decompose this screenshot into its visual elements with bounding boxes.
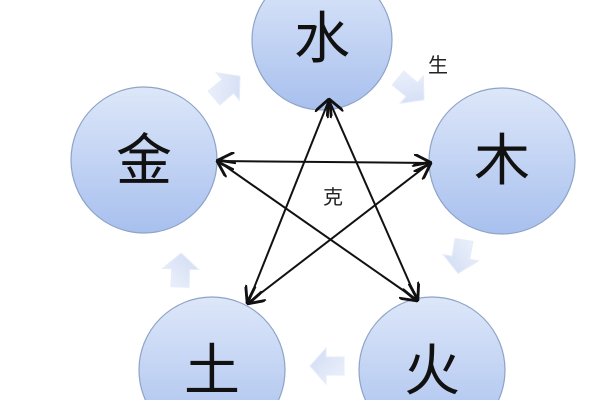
earth-circle xyxy=(138,296,286,400)
earth-label: 土 xyxy=(184,339,240,400)
arrow-earth-to-metal xyxy=(161,252,200,288)
wood-label: 木 xyxy=(474,129,530,194)
ke-line-metal-wood xyxy=(218,161,430,163)
water-label: 水 xyxy=(294,7,350,72)
metal-label: 金 xyxy=(116,129,172,194)
arrow-metal-to-water xyxy=(207,71,241,106)
fire-label: 火 xyxy=(404,339,460,400)
arrow-wood-to-fire xyxy=(441,237,480,275)
generating-arrows xyxy=(161,70,480,386)
element-labels: 水 木 火 土 金 xyxy=(116,7,530,400)
element-circles xyxy=(70,0,576,400)
overcoming-star xyxy=(218,100,430,303)
ke-line-wood-earth xyxy=(248,163,430,303)
overcoming-label: 克 xyxy=(323,185,343,209)
arrow-fire-to-earth xyxy=(309,346,345,386)
generating-label: 生 xyxy=(428,53,448,77)
